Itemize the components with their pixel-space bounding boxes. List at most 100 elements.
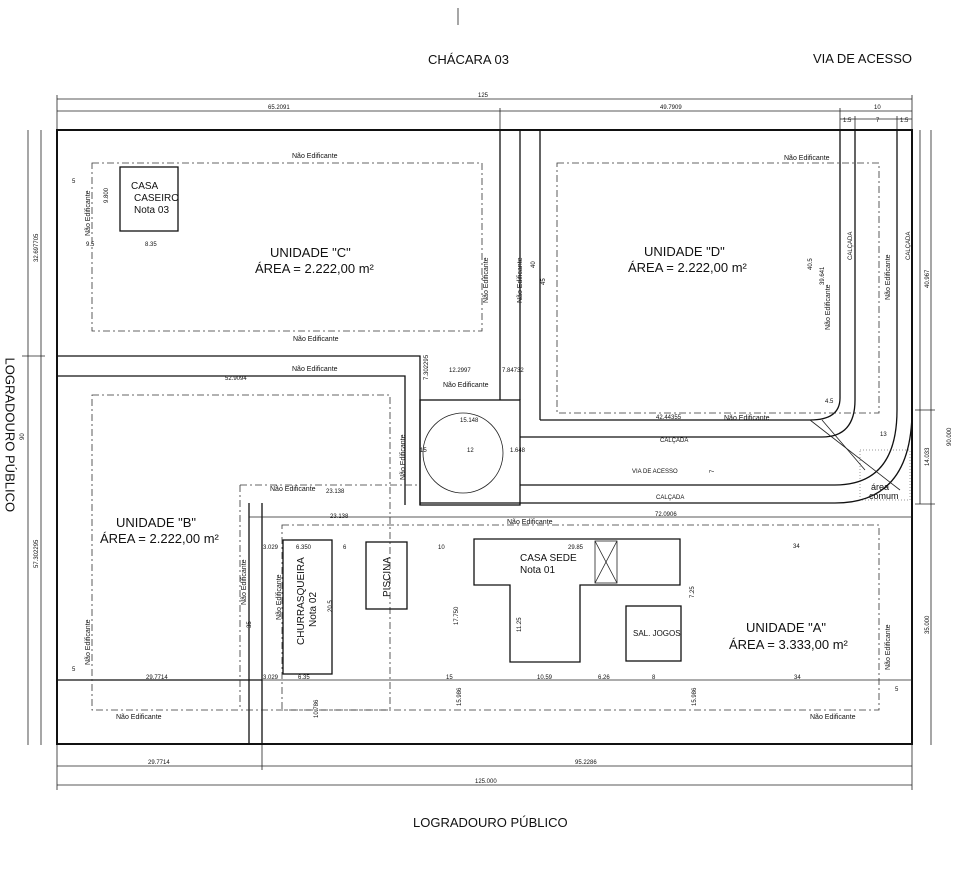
dim-b-top: 52.9094	[225, 376, 247, 382]
top-dimension-lines	[56, 8, 913, 130]
dim-b-8: 8	[652, 675, 656, 681]
dim-circle-1648: 1.648	[510, 448, 526, 454]
dim-a-5: 5	[895, 687, 899, 693]
dim-casa-9: 9.5	[86, 242, 95, 248]
dim-left-upper: 32.697705	[34, 233, 40, 262]
churrasqueira-nota: Nota 02	[308, 592, 319, 627]
dim-right-upper: 40.967	[925, 269, 931, 288]
nao-edificante-d-top: Não Edificante	[784, 155, 830, 162]
casa-caseiro-building	[119, 166, 179, 232]
dim-casa-v: 9.800	[104, 187, 110, 203]
dim-b-mid: 23.138	[326, 489, 345, 495]
nao-edificante-ch-left: Não Edificante	[241, 559, 248, 605]
casa-caseiro-label-2: CASEIRO	[134, 193, 179, 204]
dim-right-road: 14.033	[925, 447, 931, 466]
sal-jogos-building	[625, 605, 682, 662]
dim-b-2977: 29.7714	[146, 675, 168, 681]
cul-de-sac-circle	[422, 412, 504, 494]
dim-circle-12: 12	[467, 448, 474, 454]
bottom-dimension-lines	[56, 745, 913, 790]
dim-a-top: 72.0906	[655, 512, 677, 518]
nao-edificante-c-right2: Não Edificante	[517, 257, 524, 303]
dim-n-45: 4.5	[825, 399, 834, 405]
dim-bottom-left: 29.7714	[148, 760, 170, 766]
churrasqueira-label: CHURRASQUEIRA	[296, 557, 307, 645]
dim-ch-6: 6	[343, 545, 347, 551]
dim-b-3029b: 3.029	[263, 675, 279, 681]
dim-b-626: 6.26	[598, 675, 610, 681]
casa-sede-building	[473, 538, 681, 663]
unit-c-name: UNIDADE "C"	[270, 245, 351, 260]
setback-lines	[91, 162, 880, 711]
nao-edificante-b-left: Não Edificante	[85, 619, 92, 665]
casa-caseiro-label-3: Nota 03	[134, 205, 169, 216]
unit-d-area: ÁREA = 2.222,00 m²	[628, 260, 748, 275]
dim-bottom-mid: 95.2286	[575, 760, 597, 766]
unit-a-area: ÁREA = 3.333,00 m²	[729, 637, 849, 652]
calcada-right2: CALÇADA	[906, 232, 912, 260]
dim-top-mid: 49.7909	[660, 105, 682, 111]
heading-logradouro-bottom: LOGRADOURO PÚBLICO	[413, 815, 568, 830]
nao-edificante-b-mid: Não Edificante	[400, 434, 407, 480]
dim-v-05986: 15.986	[692, 687, 698, 706]
dim-c-small: 7.84732	[502, 368, 524, 374]
side-dimension-lines	[22, 130, 935, 745]
dim-left-total: 90	[20, 433, 26, 440]
nao-edificante-d-right: Não Edificante	[825, 284, 832, 330]
unit-d-name: UNIDADE "D"	[644, 244, 725, 259]
dim-right-total: 90.000	[947, 427, 953, 446]
nao-edificante-c-left: Não Edificante	[85, 190, 92, 236]
property-boundary	[56, 129, 913, 745]
dim-b-1059: 10.59	[537, 675, 553, 681]
calcada-right: CALÇADA	[848, 232, 854, 260]
dim-n-7: 7	[710, 469, 716, 473]
lot-lines	[57, 130, 913, 744]
dim-casa-w: 8.35	[145, 242, 157, 248]
dim-d-bottom: 42.44355	[656, 415, 682, 421]
heading-chacara: CHÁCARA 03	[428, 52, 509, 67]
dim-left-lower: 57.302295	[34, 539, 40, 568]
dim-c-45: 45	[541, 278, 547, 285]
dim-c-40: 40	[531, 261, 537, 268]
dim-ch-3029: 3.029	[263, 545, 279, 551]
dim-c-mid: 12.2997	[449, 368, 471, 374]
casa-sede-label-2: Nota 01	[520, 565, 555, 576]
dim-ch-10: 10	[438, 545, 445, 551]
nao-edificante-c-right: Não Edificante	[483, 257, 490, 303]
dim-d-39: 39.641	[820, 266, 826, 285]
dim-ch-6350: 6.350	[296, 545, 312, 551]
heading-via-de-acesso: VIA DE ACESSO	[813, 51, 912, 66]
casa-caseiro-label-1: CASA	[131, 181, 159, 192]
dim-d-40: 40.5	[808, 258, 814, 270]
dim-top-r3: 1.5	[900, 118, 909, 124]
piscina-label: PISCINA	[382, 557, 393, 597]
churrasqueira-building	[282, 539, 333, 675]
unit-c-area: ÁREA = 2.222,00 m²	[255, 261, 375, 276]
nao-edificante-c-top: Não Edificante	[292, 153, 338, 160]
dim-a-34: 34	[793, 544, 800, 550]
nao-edificante-ch-left2: Não Edificante	[276, 574, 283, 620]
casa-sede-annex	[594, 540, 618, 584]
sal-jogos-label: SAL. JOGOS	[633, 629, 681, 638]
dim-c-small2: 7.302295	[424, 354, 430, 380]
nao-edificante-b-top: Não Edificante	[292, 366, 338, 373]
dim-v-10786: 10.786	[314, 699, 320, 718]
dim-circle-15b: 15	[420, 448, 427, 454]
nao-edificante-a-right: Não Edificante	[885, 624, 892, 670]
dim-n-35: 35	[247, 621, 253, 628]
via-de-acesso-road: VIA DE ACESSO	[632, 469, 678, 475]
dim-c-5: 5	[72, 179, 76, 185]
nao-edificante-a-bottom: Não Edificante	[810, 714, 856, 721]
nao-edificante-a-top: Não Edificante	[507, 519, 553, 526]
dim-top-total: 125	[478, 93, 489, 99]
area-comum-2: comum	[869, 491, 899, 501]
calcada-top: CALÇADA	[660, 438, 688, 444]
dim-b-15: 15	[446, 675, 453, 681]
area-comum-1: área	[871, 482, 889, 492]
dim-bottom-total: 125.000	[475, 779, 497, 785]
nao-edificante-cul: Não Edificante	[443, 382, 489, 389]
dim-a-34b: 34	[794, 675, 801, 681]
unit-b-name: UNIDADE "B"	[116, 515, 196, 530]
nao-edificante-c-bottom: Não Edificante	[293, 336, 339, 343]
